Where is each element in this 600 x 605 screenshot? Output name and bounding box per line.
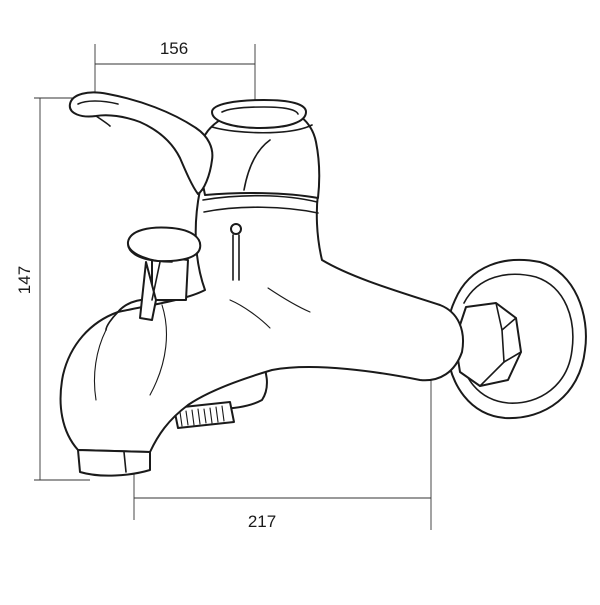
- dimension-bottom-width: 217: [133, 352, 432, 531]
- top-width-label: 156: [160, 39, 188, 58]
- faucet-main-body: [59, 185, 464, 453]
- cartridge-cap: [211, 99, 307, 129]
- hex-connector-nut: [454, 302, 522, 387]
- body-collar: [202, 194, 319, 214]
- bottom-width-label: 217: [248, 512, 276, 531]
- spout-contours: [93, 287, 311, 401]
- lever-handle: [68, 91, 214, 195]
- diverter-rod: [230, 223, 242, 281]
- hose-thread-outlet: [173, 401, 235, 429]
- dimension-top-width: 156: [94, 39, 256, 106]
- diverter-knob: [105, 226, 202, 331]
- height-label: 147: [15, 266, 34, 294]
- spout-aerator: [77, 449, 151, 477]
